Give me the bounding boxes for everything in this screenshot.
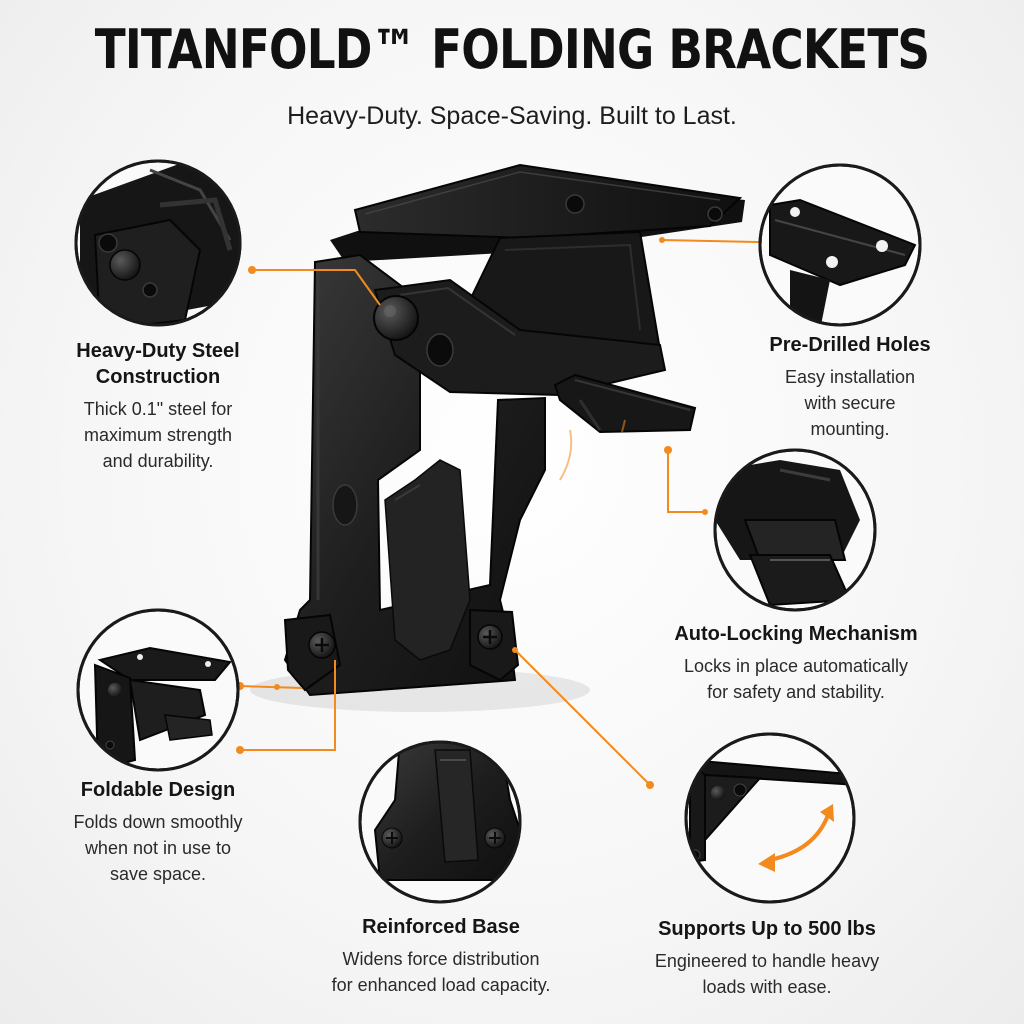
detail-circle-base xyxy=(358,740,522,904)
main-bracket xyxy=(250,163,745,712)
feature-title: Heavy-Duty Steel Construction xyxy=(40,338,276,390)
feature-description: Easy installation with secure mounting. xyxy=(730,364,970,442)
feature-title-line: Heavy-Duty Steel xyxy=(76,340,240,362)
page-subtitle: Heavy-Duty. Space-Saving. Built to Last. xyxy=(287,102,737,130)
feature-foldable-design: Foldable Design Folds down smoothly when… xyxy=(40,777,276,887)
feature-title: Foldable Design xyxy=(80,779,236,801)
detail-circle-lock xyxy=(713,448,877,612)
detail-circle-holes xyxy=(758,163,922,327)
feature-load-capacity: Supports Up to 500 lbs Engineered to han… xyxy=(626,916,908,1000)
feature-desc-line: mounting. xyxy=(810,419,890,439)
feature-desc-line: Widens force distribution xyxy=(342,949,540,969)
feature-desc-line: when not in use to xyxy=(84,838,232,858)
rotation-arrow-icon xyxy=(769,814,830,862)
feature-desc-line: save space. xyxy=(109,864,207,884)
feature-desc-line: for enhanced load capacity. xyxy=(331,975,551,995)
feature-title-line: Construction xyxy=(95,366,221,388)
feature-desc-line: maximum strength xyxy=(83,425,233,445)
feature-description: Locks in place automatically for safety … xyxy=(650,653,942,705)
feature-title: Supports Up to 500 lbs xyxy=(658,918,876,940)
feature-desc-line: and durability. xyxy=(102,451,214,471)
callout-line-steel xyxy=(252,269,381,306)
feature-title: Reinforced Base xyxy=(362,916,520,938)
feature-desc-line: for safety and stability. xyxy=(707,682,885,702)
feature-description: Engineered to handle heavy loads with ea… xyxy=(626,948,908,1000)
detail-circle-fold xyxy=(76,608,240,772)
detail-circle-load xyxy=(684,732,856,904)
feature-steel-construction: Heavy-Duty Steel Construction Thick 0.1"… xyxy=(40,338,276,474)
feature-desc-line: Engineered to handle heavy xyxy=(654,951,880,971)
feature-desc-line: Locks in place automatically xyxy=(683,656,909,676)
feature-title: Auto-Locking Mechanism xyxy=(674,623,918,645)
feature-auto-locking: Auto-Locking Mechanism Locks in place au… xyxy=(650,621,942,705)
feature-desc-line: Easy installation xyxy=(784,367,916,387)
feature-description: Widens force distribution for enhanced l… xyxy=(300,946,582,998)
callout-line-fold-1 xyxy=(239,685,303,689)
feature-desc-line: loads with ease. xyxy=(702,977,832,997)
feature-desc-line: Thick 0.1" steel for xyxy=(83,399,233,419)
feature-description: Thick 0.1" steel for maximum strength an… xyxy=(40,396,276,474)
feature-desc-line: with secure xyxy=(804,393,896,413)
feature-desc-line: Folds down smoothly xyxy=(73,812,243,832)
feature-description: Folds down smoothly when not in use to s… xyxy=(40,809,276,887)
feature-title: Pre-Drilled Holes xyxy=(769,334,931,356)
feature-reinforced-base: Reinforced Base Widens force distributio… xyxy=(300,914,582,998)
feature-pre-drilled-holes: Pre-Drilled Holes Easy installation with… xyxy=(730,332,970,442)
page-title: TITANFOLD™ FOLDING BRACKETS xyxy=(94,18,930,81)
callout-line-fold-2 xyxy=(240,660,336,751)
detail-circle-steel xyxy=(74,159,242,327)
callout-line-lock xyxy=(667,450,705,513)
callout-line-base xyxy=(514,649,651,786)
